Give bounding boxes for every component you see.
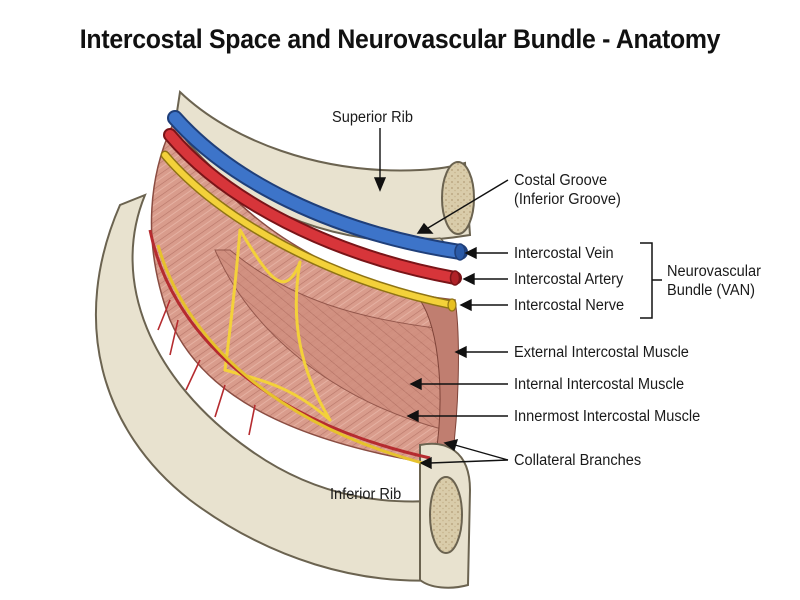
nerve-branches (223, 228, 332, 422)
label-intercostal-artery: Intercostal Artery (514, 271, 624, 288)
label-costal-groove-line1: Costal Groove (514, 172, 608, 189)
label-inferior-rib: Inferior Rib (330, 486, 402, 503)
label-innermost-intercostal-muscle: Innermost Intercostal Muscle (514, 408, 701, 425)
label-external-intercostal-muscle: External Intercostal Muscle (514, 344, 689, 361)
label-superior-rib: Superior Rib (332, 109, 413, 126)
label-neurovascular-line1: Neurovascular (667, 263, 761, 280)
artery-twigs (157, 299, 256, 436)
label-collateral-branches: Collateral Branches (514, 452, 642, 469)
inferior-rib-cross-section (429, 476, 463, 554)
label-internal-intercostal-muscle: Internal Intercostal Muscle (514, 376, 685, 393)
label-costal-groove-line2: (Inferior Groove) (514, 191, 621, 208)
collateral-nerve-branch (156, 244, 431, 467)
label-intercostal-nerve: Intercostal Nerve (514, 297, 625, 314)
label-intercostal-vein: Intercostal Vein (514, 245, 614, 262)
label-neurovascular-line2: Bundle (VAN) (667, 282, 756, 299)
intercostal-vein-end (454, 243, 466, 261)
label-arrows (373, 128, 509, 470)
superior-rib-cross-section (441, 161, 475, 235)
intercostal-nerve-end (447, 298, 457, 312)
intercostal-artery-end (449, 270, 461, 286)
collateral-artery-branch (148, 229, 431, 460)
diagram-title: Intercostal Space and Neurovascular Bund… (79, 24, 721, 54)
neurovascular-bundle-bracket (640, 242, 662, 319)
